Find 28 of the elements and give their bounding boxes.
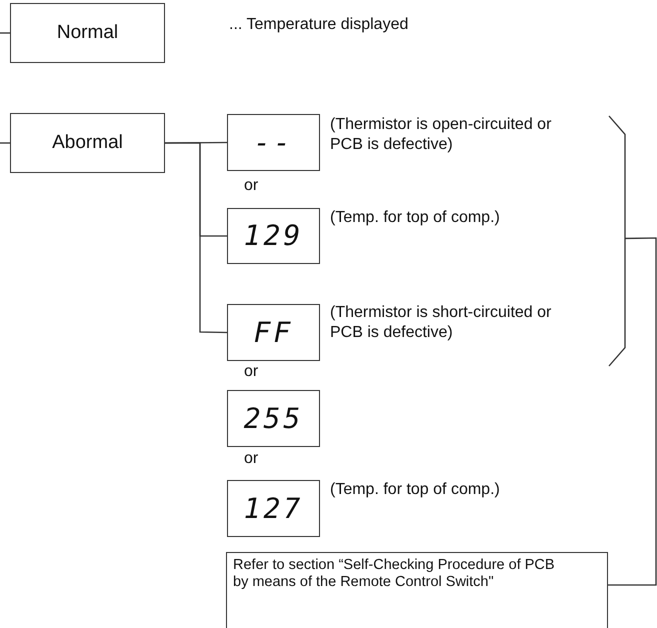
description-text: (Temp. for top of comp.) [330,480,501,500]
or-label: or [244,177,258,195]
display-digits: 127 [244,492,304,526]
display-digits: FF [254,316,294,350]
or-label: or [244,450,258,468]
display-readout [227,304,320,361]
connector-line [165,142,228,334]
display-digits: 255 [244,402,304,436]
status-box [10,113,165,173]
connector-line [0,142,10,144]
display-readout [227,390,320,447]
note-text: Refer to section “Self-Checking Procedure of PCB by means of the Remote Control Switch" [233,557,556,592]
status-label: Abormal [52,132,123,154]
display-readout [227,114,320,171]
connector-line [0,32,10,34]
display-readout [227,480,320,537]
or-label: or [244,363,258,381]
note-box [226,552,608,628]
description-text: (Thermistor is open-circuited or PCB is defective) [330,115,552,155]
status-box [10,3,165,63]
connector-line [608,237,657,586]
description-text: ... Temperature displayed [229,16,410,34]
display-digits: 129 [244,219,304,253]
display-digits: -- [254,126,294,160]
description-text: (Temp. for top of comp.) [330,208,501,228]
status-label: Normal [56,22,118,44]
display-readout [227,208,320,264]
description-text: (Thermistor is short-circuited or PCB is defective) [330,303,552,343]
